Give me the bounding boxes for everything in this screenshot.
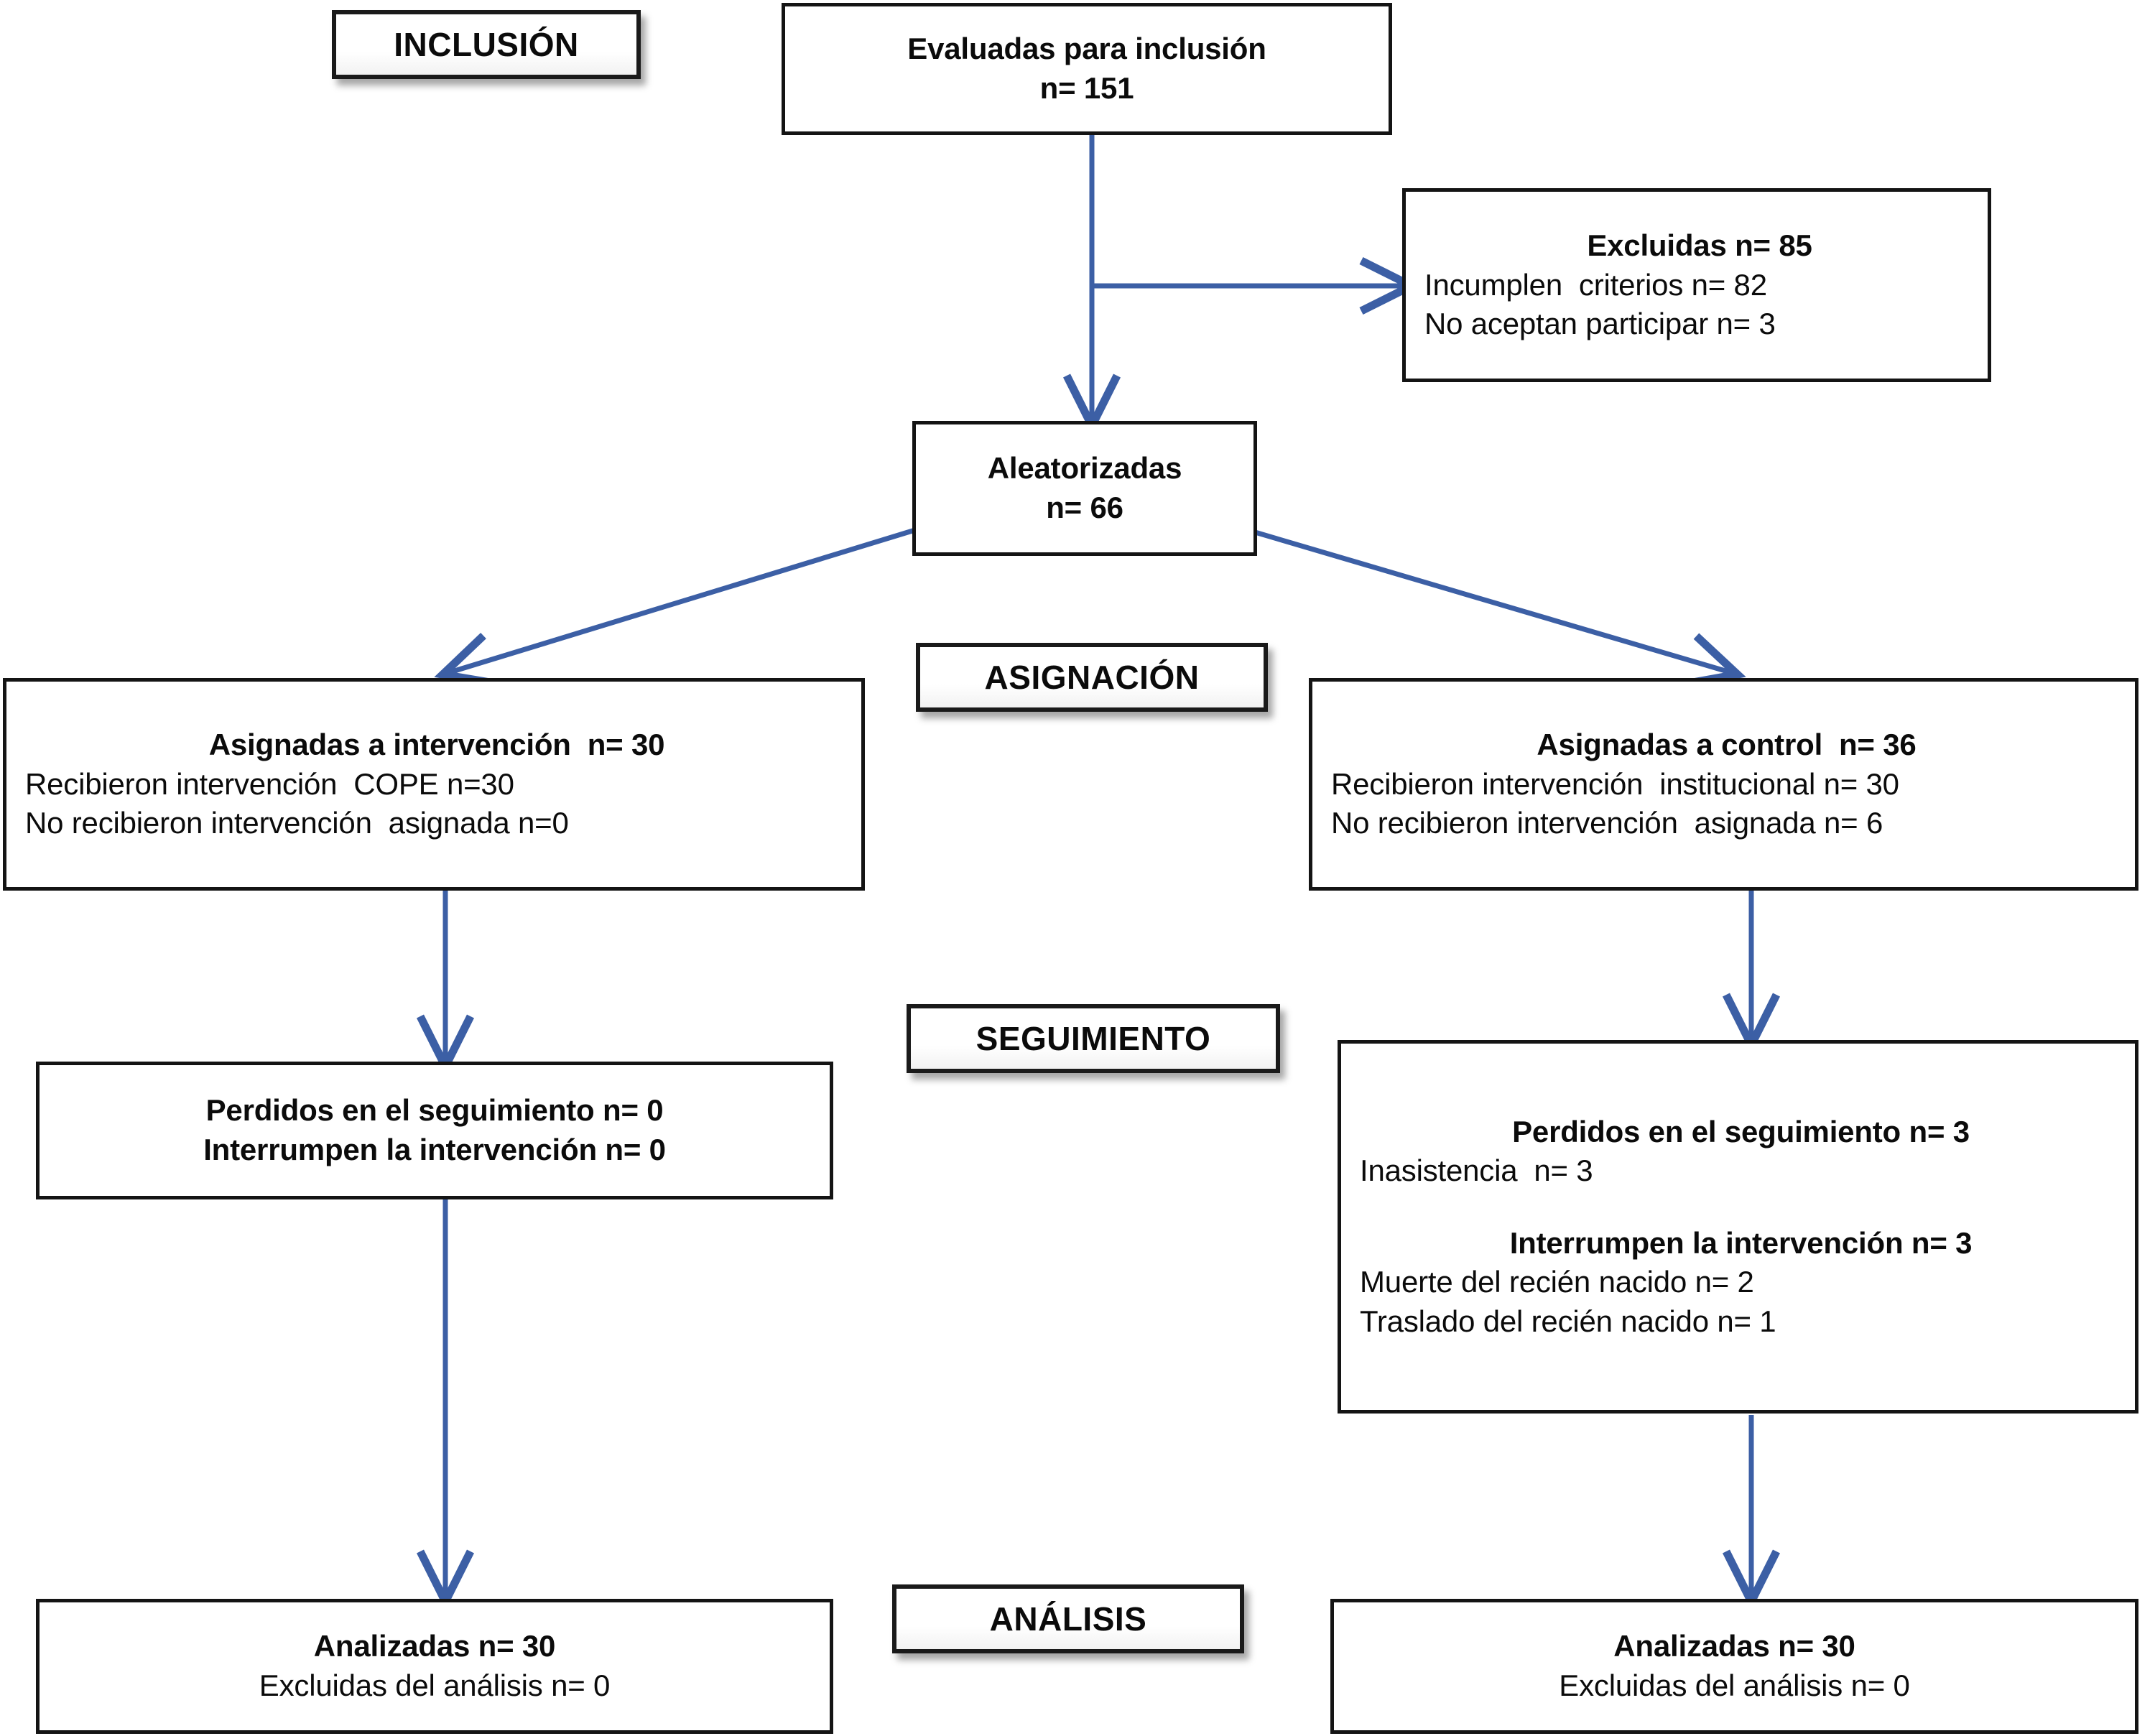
box-line: Evaluadas para inclusión (907, 32, 1266, 66)
box-line: n= 151 (1039, 71, 1134, 105)
box-asignadas-a-intervencion: Asignadas a intervención n= 30 Recibiero… (3, 678, 865, 891)
box-line-spacer (1360, 1191, 2122, 1224)
stage-seguimiento-text: SEGUIMIENTO (975, 1020, 1211, 1057)
box-line: Interrumpen la intervención n= 0 (203, 1133, 666, 1166)
stage-inclusion-text: INCLUSIÓN (394, 26, 579, 63)
box-line: Muerte del recién nacido n= 2 (1360, 1265, 1754, 1299)
box-analizadas-control: Analizadas n= 30 Excluidas del análisis … (1330, 1599, 2138, 1734)
box-line: Traslado del recién nacido n= 1 (1360, 1304, 1776, 1338)
box-line: Excluidas del análisis n= 0 (259, 1668, 611, 1702)
box-excluidas: Excluidas n= 85 Incumplen criterios n= 8… (1402, 188, 1991, 382)
box-line: Perdidos en el seguimiento n= 3 (1512, 1114, 1970, 1148)
stage-label-seguimiento: SEGUIMIENTO (907, 1004, 1280, 1073)
box-line: Perdidos en el seguimiento n= 0 (205, 1093, 664, 1128)
box-seguimiento-intervencion: Perdidos en el seguimiento n= 0 Interrum… (36, 1062, 833, 1199)
box-seguimiento-control: Perdidos en el seguimiento n= 3 Inasiste… (1338, 1040, 2138, 1414)
stage-label-inclusion: INCLUSIÓN (332, 10, 641, 79)
box-analizadas-intervencion: Analizadas n= 30 Excluidas del análisis … (36, 1599, 833, 1734)
stage-asignacion-text: ASIGNACIÓN (984, 659, 1200, 696)
box-line: No aceptan participar n= 3 (1424, 307, 1776, 341)
box-line: Excluidas del análisis n= 0 (1559, 1668, 1910, 1702)
box-line: Interrumpen la intervención n= 3 (1509, 1225, 1973, 1260)
box-line: No recibieron intervención asignada n= 6 (1331, 806, 1883, 840)
box-line: Excluidas n= 85 (1587, 228, 1812, 263)
box-line: No recibieron intervención asignada n=0 (25, 806, 569, 840)
box-line: n= 66 (1046, 491, 1123, 524)
stage-label-asignacion: ASIGNACIÓN (916, 643, 1268, 712)
box-line: Recibieron intervención COPE n=30 (25, 766, 514, 801)
box-line: Inasistencia n= 3 (1360, 1154, 1593, 1188)
box-asignadas-a-control: Asignadas a control n= 36 Recibieron int… (1309, 678, 2138, 891)
box-line: Aleatorizadas (987, 451, 1182, 486)
box-evaluadas-para-inclusion: Evaluadas para inclusión n= 151 (782, 3, 1392, 135)
arrow-randomized-to-intervention (434, 524, 928, 688)
box-line: Asignadas a intervención n= 30 (208, 728, 665, 762)
box-aleatorizadas: Aleatorizadas n= 66 (912, 421, 1257, 556)
stage-analisis-text: ANÁLISIS (989, 1600, 1147, 1638)
box-line: Recibieron intervención institucional n=… (1331, 766, 1899, 801)
box-line: Analizadas n= 30 (313, 1629, 556, 1663)
box-line: Asignadas a control n= 36 (1537, 728, 1917, 762)
box-line: Analizadas n= 30 (1613, 1629, 1855, 1663)
box-line: Incumplen criterios n= 82 (1424, 267, 1767, 302)
arrow-randomized-to-control (1235, 524, 1746, 689)
stage-label-analisis: ANÁLISIS (892, 1584, 1244, 1653)
